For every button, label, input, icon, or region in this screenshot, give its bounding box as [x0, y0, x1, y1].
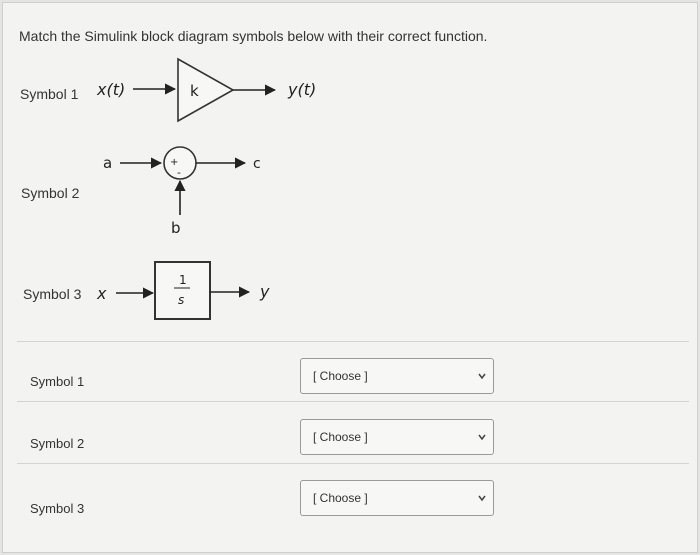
- select-value: [ Choose ]: [313, 491, 368, 505]
- select-value: [ Choose ]: [313, 369, 368, 383]
- symbol1-output-label: y(t): [287, 80, 316, 99]
- symbol2-sum-diagram: a + - c b: [103, 146, 261, 237]
- question-prompt: Match the Simulink block diagram symbols…: [19, 28, 488, 44]
- chevron-down-icon: [478, 373, 486, 380]
- gain-block-label: k: [190, 82, 199, 100]
- block-diagrams: x(t) k y(t) a + - c b x 1 s: [96, 57, 316, 320]
- symbol3-integrator-diagram: x 1 s y: [96, 261, 270, 320]
- sum-plus-sign: +: [170, 157, 178, 168]
- symbol2-label: Symbol 2: [21, 185, 80, 201]
- row-divider: [17, 341, 689, 342]
- sum-minus-sign: -: [177, 166, 181, 179]
- symbol3-input-label: x: [96, 284, 107, 303]
- chevron-down-icon: [478, 495, 486, 502]
- answer-row-2-label: Symbol 2: [30, 436, 85, 451]
- row-divider: [17, 401, 689, 402]
- symbol2-output-label: c: [253, 156, 261, 172]
- symbol1-input-label: x(t): [96, 80, 125, 99]
- chevron-down-icon: [478, 434, 486, 441]
- symbol1-label: Symbol 1: [20, 86, 79, 102]
- row-divider: [17, 463, 689, 464]
- symbol3-answer-select[interactable]: [ Choose ]: [300, 480, 494, 516]
- integrator-numerator: 1: [179, 273, 187, 287]
- symbol3-output-label: y: [259, 282, 270, 301]
- select-value: [ Choose ]: [313, 430, 368, 444]
- symbol2-answer-select[interactable]: [ Choose ]: [300, 419, 494, 455]
- gain-block-triangle: [177, 57, 235, 123]
- integrator-block: [154, 261, 211, 320]
- symbol1-gain-diagram: x(t) k y(t): [96, 57, 316, 123]
- answer-row-1-label: Symbol 1: [30, 374, 85, 389]
- symbol2-input-b-label: b: [171, 219, 181, 237]
- symbol1-answer-select[interactable]: [ Choose ]: [300, 358, 494, 394]
- answer-row-3-label: Symbol 3: [30, 501, 85, 516]
- symbol3-label: Symbol 3: [23, 286, 82, 302]
- symbol2-input-a-label: a: [103, 154, 112, 172]
- integrator-denominator: s: [178, 293, 184, 307]
